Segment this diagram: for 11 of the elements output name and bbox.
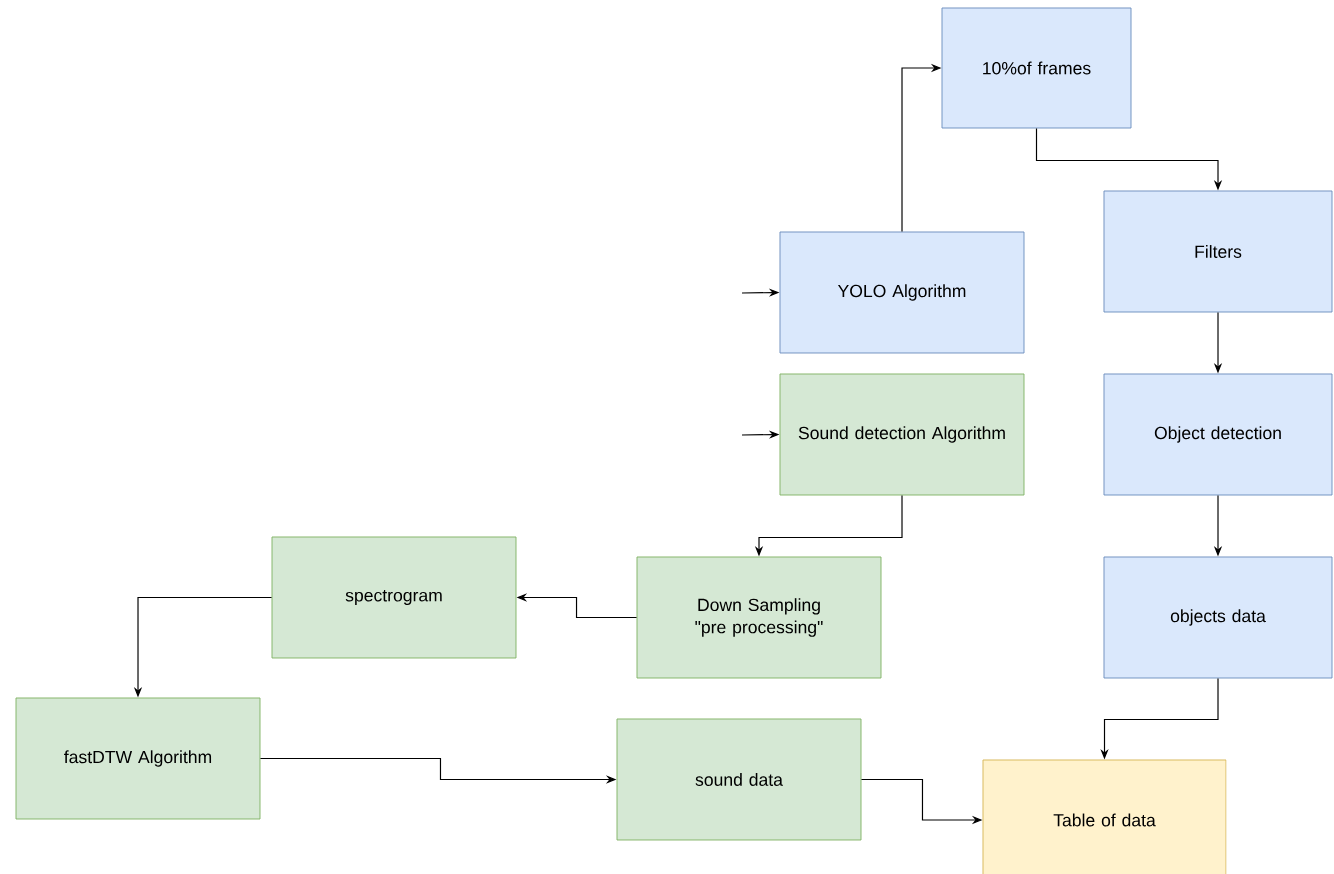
process-box: Down Sampling "pre processing": [636, 556, 882, 679]
process-box: Object detection: [1103, 373, 1333, 496]
process-box: Table of data: [982, 759, 1227, 874]
process-box: Sound detection Algorithm: [779, 373, 1025, 496]
process-box: spectrogram: [271, 536, 517, 659]
process-box: 10%of frames: [941, 7, 1132, 129]
process-box: Filters: [1103, 190, 1333, 313]
process-box: objects data: [1103, 556, 1333, 679]
process-box: YOLO Algorithm: [779, 231, 1025, 354]
process-box: fastDTW Algorithm: [15, 697, 261, 820]
process-box: sound data: [616, 718, 862, 841]
